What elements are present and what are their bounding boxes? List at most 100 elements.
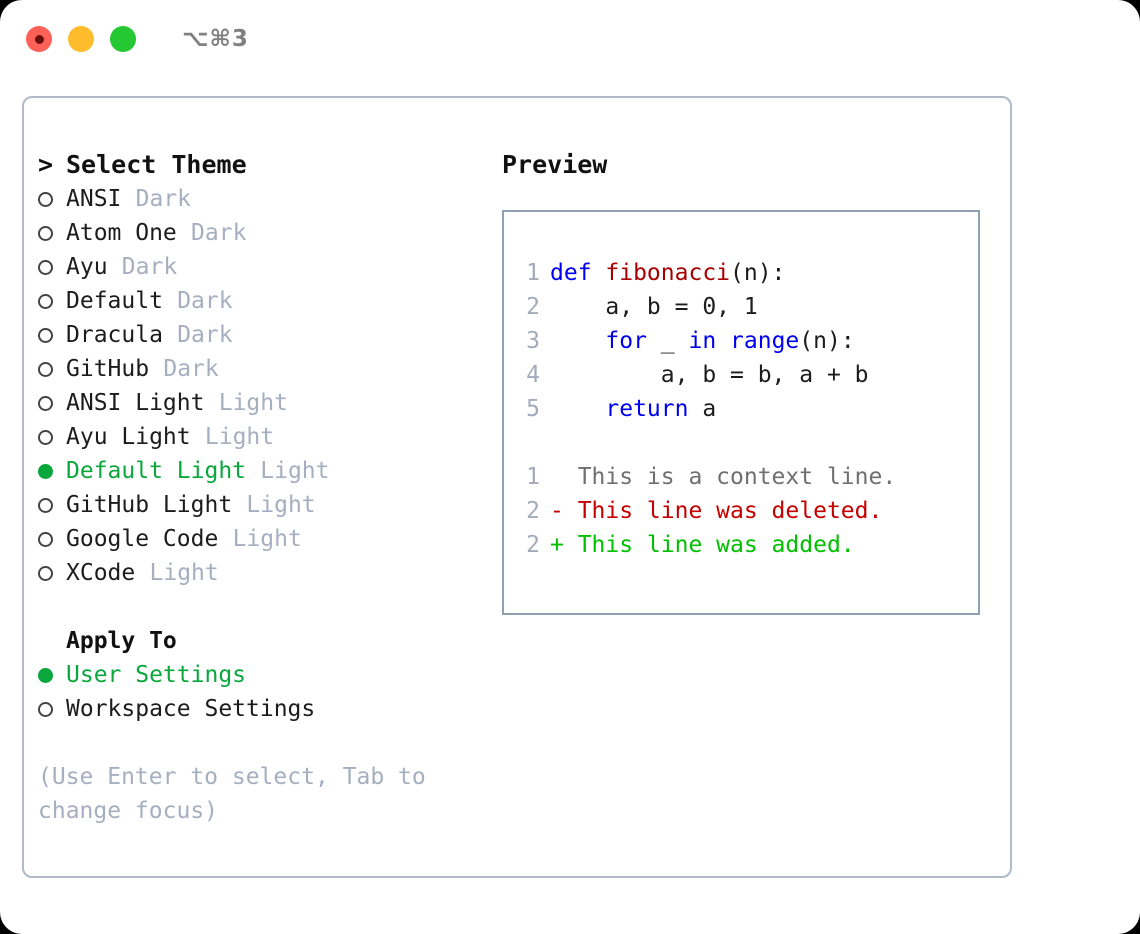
- theme-option-tag: Dark: [135, 186, 192, 212]
- token-plain: (n):: [799, 328, 855, 354]
- code-line: 2 a, b = 0, 1: [504, 290, 978, 324]
- code-content: for _ in range(n):: [550, 324, 855, 358]
- token-keyword: def: [550, 260, 606, 286]
- apply-to-option-label: Workspace Settings: [66, 696, 316, 722]
- theme-option-tag: Dark: [191, 220, 247, 246]
- radio-unselected-icon: [38, 225, 66, 241]
- theme-option-label: GitHub: [66, 356, 150, 382]
- diff-content: - This line was deleted.: [550, 498, 883, 524]
- theme-option-label: XCode: [66, 560, 136, 586]
- theme-option-ansi-dark[interactable]: ANSI Dark: [38, 182, 494, 216]
- apply-to-option-workspace-settings[interactable]: Workspace Settings: [38, 692, 494, 726]
- theme-option-dracula-dark[interactable]: Dracula Dark: [38, 318, 494, 352]
- theme-option-tag: Light: [218, 390, 288, 416]
- theme-picker-heading: > Select Theme: [38, 148, 494, 182]
- minimize-button[interactable]: [68, 26, 94, 52]
- section-spacer: [38, 590, 494, 624]
- window-controls: [26, 26, 136, 52]
- radio-selected-icon: [38, 463, 66, 479]
- line-number: 4: [526, 362, 540, 388]
- apply-to-option-label: User Settings: [66, 662, 247, 688]
- line-number: 1: [526, 260, 540, 286]
- recording-dot-icon: [34, 34, 44, 44]
- theme-option-label: Default: [66, 288, 163, 314]
- token-plain: (n):: [730, 260, 786, 286]
- token-plain: [550, 328, 605, 354]
- line-number: 2: [526, 498, 540, 524]
- theme-picker-column: > Select Theme ANSI Dark Atom One Dark A…: [24, 98, 494, 876]
- radio-unselected-icon: [38, 191, 66, 207]
- theme-option-default-light[interactable]: Default Light Light: [38, 454, 494, 488]
- theme-option-tag: Light: [204, 424, 275, 450]
- token-plain: [550, 396, 605, 422]
- token-plain: a: [688, 396, 717, 422]
- diff-content: + This line was added.: [550, 532, 855, 558]
- theme-option-github-light[interactable]: GitHub Light Light: [38, 488, 494, 522]
- theme-option-github-dark[interactable]: GitHub Dark: [38, 352, 494, 386]
- line-number: 2: [526, 532, 540, 558]
- theme-option-ayu-light[interactable]: Ayu Light Light: [38, 420, 494, 454]
- line-number: 2: [526, 294, 540, 320]
- code-content: a, b = b, a + b: [550, 358, 869, 392]
- radio-unselected-icon: [38, 259, 66, 275]
- token-plain: a, b = 0, 1: [550, 294, 758, 320]
- code-content: a, b = 0, 1: [550, 290, 758, 324]
- code-line: 4 a, b = b, a + b: [504, 358, 978, 392]
- zoom-button[interactable]: [110, 26, 136, 52]
- token-keyword: in: [688, 328, 717, 354]
- theme-option-label: ANSI Light: [66, 390, 205, 416]
- code-content: return a: [550, 392, 716, 426]
- title-bar: ⌥⌘3: [0, 0, 1140, 78]
- shortcut-label: ⌥⌘3: [182, 26, 249, 52]
- theme-option-label: Atom One: [66, 220, 177, 246]
- close-button[interactable]: [26, 26, 52, 52]
- theme-option-tag: Dark: [177, 288, 233, 314]
- code-line: 5 return a: [504, 392, 978, 426]
- caret-icon: >: [38, 150, 54, 179]
- radio-unselected-icon: [38, 293, 66, 309]
- token-keyword: range: [730, 328, 800, 354]
- theme-option-default-dark[interactable]: Default Dark: [38, 284, 494, 318]
- apply-to-option-user-settings[interactable]: User Settings: [38, 658, 494, 692]
- theme-option-ayu-dark[interactable]: Ayu Dark: [38, 250, 494, 284]
- token-function: fibonacci: [605, 260, 731, 286]
- theme-option-label: Default Light: [66, 458, 247, 484]
- token-keyword: for: [605, 328, 647, 354]
- line-number: 1: [526, 464, 540, 490]
- theme-option-tag: Light: [149, 560, 219, 586]
- radio-unselected-icon: [38, 497, 66, 513]
- radio-unselected-icon: [38, 395, 66, 411]
- theme-option-google-code-light[interactable]: Google Code Light: [38, 522, 494, 556]
- line-number: 5: [526, 396, 540, 422]
- preview-column: Preview 1 def fibonacci(n): 2 a, b = 0, …: [494, 98, 1010, 876]
- code-line: 1 def fibonacci(n):: [504, 256, 978, 290]
- token-plain: a, b = b, a + b: [550, 362, 869, 388]
- diff-line-context: 1 This is a context line.: [504, 460, 978, 494]
- theme-option-label: ANSI: [66, 186, 122, 212]
- token-keyword: return: [605, 396, 689, 422]
- radio-unselected-icon: [38, 327, 66, 343]
- radio-unselected-icon: [38, 429, 66, 445]
- theme-option-ansi-light[interactable]: ANSI Light Light: [38, 386, 494, 420]
- keyboard-hint-text: (Use Enter to select, Tab to change focu…: [38, 764, 440, 824]
- theme-option-tag: Light: [232, 526, 302, 552]
- radio-unselected-icon: [38, 565, 66, 581]
- main-panel: > Select Theme ANSI Dark Atom One Dark A…: [22, 96, 1012, 878]
- diff-line-deleted: 2 - This line was deleted.: [504, 494, 978, 528]
- radio-unselected-icon: [38, 361, 66, 377]
- theme-option-tag: Dark: [163, 356, 219, 382]
- preview-heading: Preview: [502, 150, 608, 179]
- theme-option-label: Google Code: [66, 526, 219, 552]
- theme-option-tag: Light: [246, 492, 316, 518]
- preview-code-box: 1 def fibonacci(n): 2 a, b = 0, 1 3 for …: [502, 210, 980, 615]
- theme-option-label: Dracula: [66, 322, 163, 348]
- apply-to-heading: Apply To: [38, 624, 494, 658]
- diff-line-added: 2 + This line was added.: [504, 528, 978, 562]
- theme-option-label: Ayu: [66, 254, 108, 280]
- token-plain: [716, 328, 730, 354]
- radio-unselected-icon: [38, 531, 66, 547]
- theme-option-xcode-light[interactable]: XCode Light: [38, 556, 494, 590]
- code-line: 3 for _ in range(n):: [504, 324, 978, 358]
- theme-option-atom-one-dark[interactable]: Atom One Dark: [38, 216, 494, 250]
